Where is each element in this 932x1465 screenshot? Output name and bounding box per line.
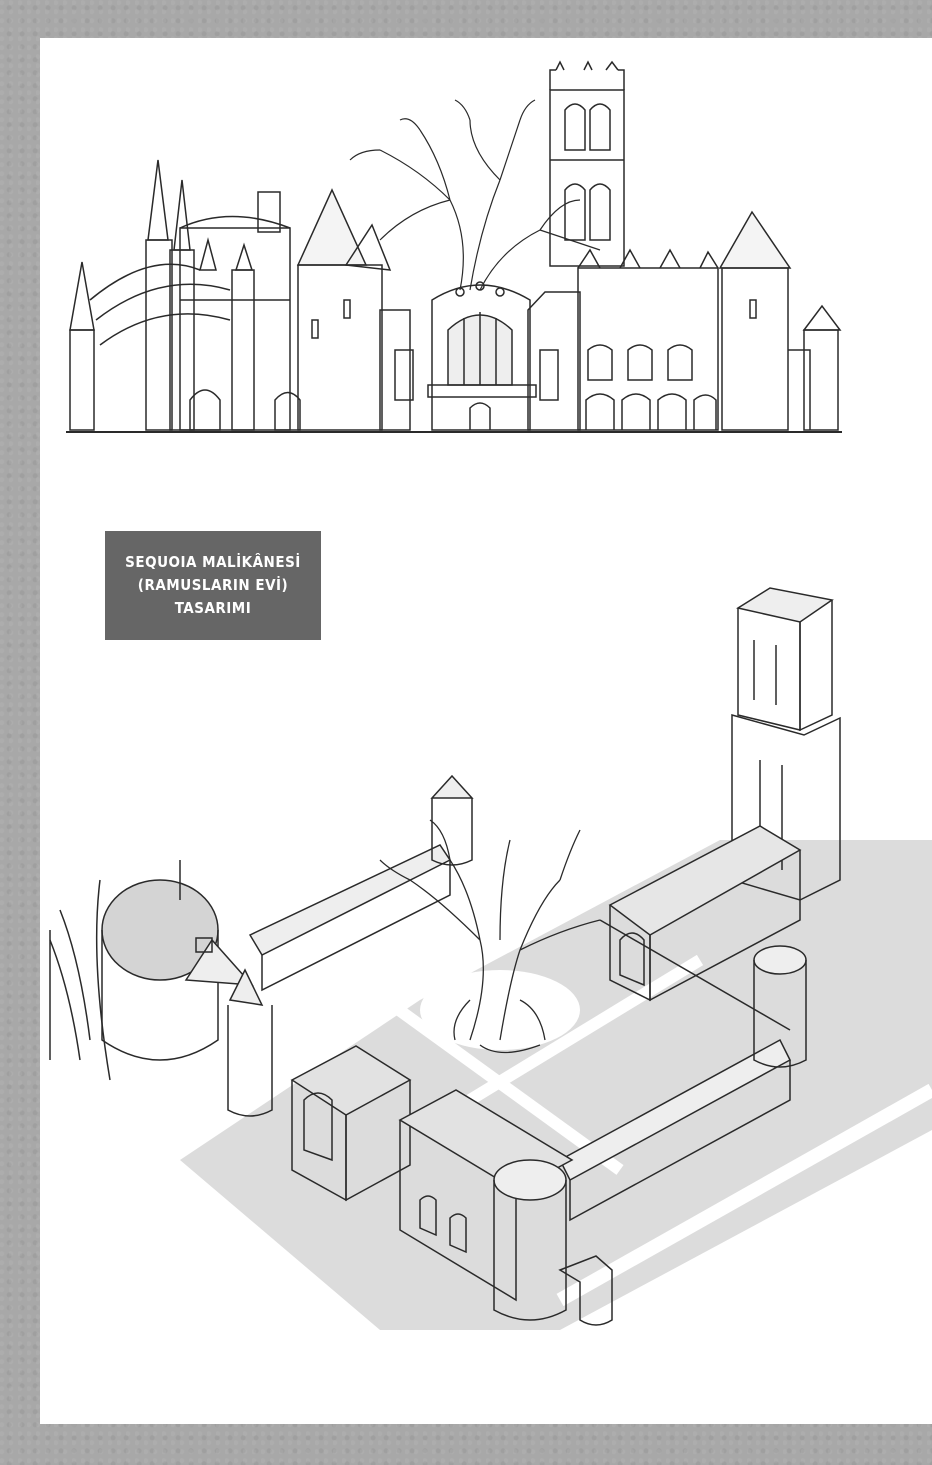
left-pinnacles: [69, 159, 255, 431]
domed-chapel: [49, 860, 219, 1081]
front-hall-left: [290, 1045, 412, 1202]
caption-line-3: TASARIMI: [174, 599, 252, 617]
gothic-tower: [549, 60, 625, 267]
caption-line-1: SEQUOIA MALİKÂNESİ: [125, 553, 301, 571]
path-cross-1: [326, 955, 624, 1175]
conical-tower: [296, 188, 392, 431]
long-hall: [608, 825, 802, 1002]
path-cross-2: [466, 954, 704, 1106]
round-tower-left: [184, 937, 273, 1117]
caption-line-2: (RAMUSLARIN EVİ): [137, 576, 289, 594]
design-caption-box: SEQUOIA MALİKÂNESİ (RAMUSLARIN EVİ) TASA…: [105, 531, 321, 640]
cloister-walls: [248, 844, 791, 1222]
tree-plaza: [420, 970, 580, 1050]
top-round-tower: [430, 774, 474, 866]
front-round-tower: [493, 1159, 613, 1326]
round-tower-right: [753, 945, 807, 1068]
central-hall: [379, 281, 559, 431]
domed-hall: [179, 191, 301, 431]
ground-plane: [180, 840, 932, 1330]
aerial-tree: [379, 819, 601, 1054]
right-wing: [527, 210, 842, 431]
path-outer: [556, 1083, 932, 1307]
